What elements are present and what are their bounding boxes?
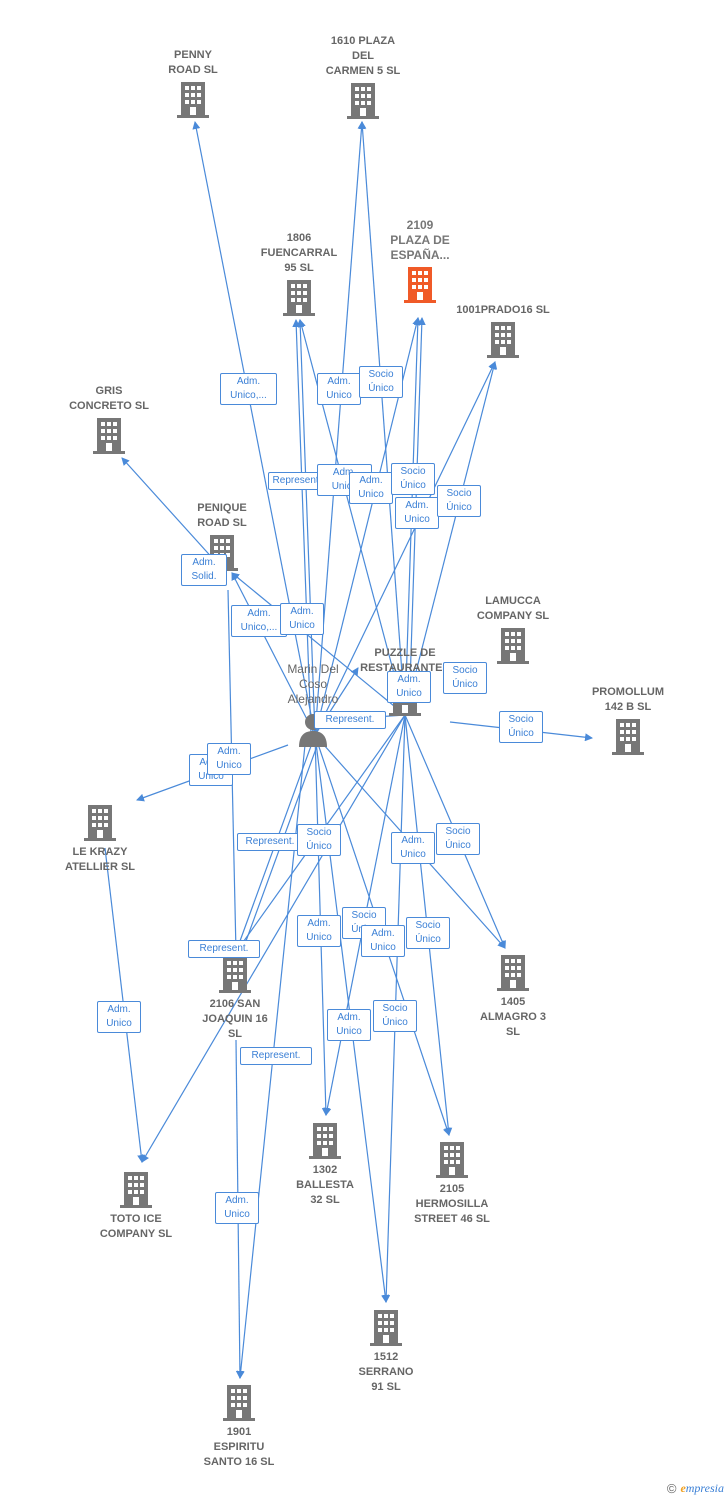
brand-initial: e	[680, 1481, 686, 1495]
brand-name: mpresia	[685, 1481, 724, 1495]
edge-label[interactable]: Adm. Unico	[317, 373, 361, 405]
edge-label[interactable]: Adm. Unico	[280, 603, 324, 635]
edge-label[interactable]: Adm. Unico	[361, 925, 405, 957]
node-label: 1001PRADO16 SL	[456, 304, 550, 316]
edge-label[interactable]: Adm. Unico	[387, 671, 431, 703]
edge-label[interactable]: Socio Único	[297, 824, 341, 856]
building-icon	[612, 719, 644, 755]
node-1806-fuencarral[interactable]: 1806 FUENCARRAL 95 SL	[247, 231, 351, 316]
node-label: LAMUCCA COMPANY SL	[476, 595, 550, 622]
brand-logo: empresia	[680, 1481, 724, 1496]
node-2105-hermosilla[interactable]: 2105 HERMOSILLA STREET 46 SL	[398, 1142, 506, 1227]
building-icon	[436, 1142, 468, 1178]
node-label: LE KRAZY ATELLIER SL	[64, 846, 136, 873]
building-icon	[93, 418, 125, 454]
edge-label[interactable]: Represent.	[314, 711, 386, 729]
node-1901-espiritu-santo[interactable]: 1901 ESPIRITU SANTO 16 SL	[188, 1385, 290, 1470]
edge-label[interactable]: Socio Único	[443, 662, 487, 694]
node-label: 1610 PLAZA DEL CARMEN 5 SL	[325, 35, 401, 77]
building-icon	[120, 1172, 152, 1208]
edge-label[interactable]: Adm. Unico	[391, 832, 435, 864]
edge-label[interactable]: Socio Único	[436, 823, 480, 855]
node-label: TOTO ICE COMPANY SL	[99, 1213, 173, 1240]
edge-label[interactable]: Socio Único	[373, 1000, 417, 1032]
edge-label[interactable]: Socio Único	[359, 366, 403, 398]
node-penique-road[interactable]: PENIQUE ROAD SL	[182, 501, 262, 571]
node-label: 2109 PLAZA DE ESPAÑA...	[390, 218, 450, 262]
person-label: Marin Del Coso Alejandro	[287, 662, 339, 706]
edge-label[interactable]: Adm. Unico,...	[231, 605, 287, 637]
node-1512-serrano[interactable]: 1512 SERRANO 91 SL	[344, 1310, 428, 1395]
building-icon	[84, 805, 116, 841]
node-le-krazy[interactable]: LE KRAZY ATELLIER SL	[50, 805, 150, 875]
copyright-symbol: ©	[666, 1481, 677, 1496]
building-icon	[309, 1123, 341, 1159]
node-label: PROMOLLUM 142 B SL	[591, 686, 665, 713]
relationship-edge	[314, 361, 496, 736]
edge-label[interactable]: Adm. Unico,...	[220, 373, 277, 405]
building-icon	[347, 83, 379, 119]
edge-label[interactable]: Adm. Unico	[207, 743, 251, 775]
node-label: 1512 SERRANO 91 SL	[358, 1351, 414, 1393]
node-penny-road[interactable]: PENNY ROAD SL	[150, 48, 236, 118]
edge-label[interactable]: Adm. Unico	[297, 915, 341, 947]
edge-label[interactable]: Represent.	[240, 1047, 312, 1065]
node-label: 1302 BALLESTA 32 SL	[296, 1164, 354, 1206]
relationship-edge	[296, 319, 316, 736]
relationship-edge	[292, 319, 312, 736]
brand-footer: © empresia	[667, 1481, 724, 1496]
building-icon	[497, 628, 529, 664]
node-person[interactable]: Marin Del Coso Alejandro	[270, 662, 356, 747]
node-promollum[interactable]: PROMOLLUM 142 B SL	[580, 685, 676, 755]
relationship-edge	[231, 572, 406, 716]
node-label: PENNY ROAD SL	[168, 49, 218, 76]
building-icon	[487, 322, 519, 358]
edge-label[interactable]: Adm. Unico	[215, 1192, 259, 1224]
relationship-edge	[404, 361, 498, 716]
node-1405-almagro[interactable]: 1405 ALMAGRO 3 SL	[468, 955, 558, 1040]
building-icon	[177, 82, 209, 118]
edge-label[interactable]: Represent.	[188, 940, 260, 958]
building-icon	[219, 957, 251, 993]
node-label: GRIS CONCRETO SL	[69, 385, 149, 412]
relationship-edge	[231, 572, 316, 736]
edge-label[interactable]: Socio Único	[406, 917, 450, 949]
edge-label[interactable]: Adm. Unico	[349, 472, 393, 504]
node-label: 1806 FUENCARRAL 95 SL	[260, 232, 338, 274]
node-label: 1901 ESPIRITU SANTO 16 SL	[203, 1426, 275, 1468]
relationship-edge	[358, 121, 406, 716]
node-1302-ballesta[interactable]: 1302 BALLESTA 32 SL	[282, 1123, 368, 1208]
building-icon	[497, 955, 529, 991]
edge-label[interactable]: Socio Único	[391, 463, 435, 495]
node-label: PENIQUE ROAD SL	[197, 502, 247, 529]
node-2106-san-joaquin[interactable]: 2106 SAN JOAQUIN 16 SL	[190, 957, 280, 1042]
node-toto-ice[interactable]: TOTO ICE COMPANY SL	[84, 1172, 188, 1242]
relationship-edge	[314, 121, 366, 736]
relationship-edge	[121, 457, 226, 573]
edge-label[interactable]: Socio Único	[437, 485, 481, 517]
building-icon	[223, 1385, 255, 1421]
node-2109-plaza-espana[interactable]: 2109 PLAZA DE ESPAÑA...	[372, 218, 468, 303]
node-lamucca[interactable]: LAMUCCA COMPANY SL	[468, 594, 558, 664]
edge-label[interactable]: Adm. Unico	[395, 497, 439, 529]
edge-label[interactable]: Adm. Unico	[327, 1009, 371, 1041]
building-icon	[283, 280, 315, 316]
relationship-edge	[141, 714, 406, 1163]
building-icon	[370, 1310, 402, 1346]
node-label: 2106 SAN JOAQUIN 16 SL	[202, 998, 268, 1040]
edge-label[interactable]: Socio Único	[499, 711, 543, 743]
node-1001prado16[interactable]: 1001PRADO16 SL	[448, 303, 558, 358]
node-label: 1405 ALMAGRO 3 SL	[480, 996, 546, 1038]
node-gris-concreto[interactable]: GRIS CONCRETO SL	[58, 384, 160, 454]
edge-label[interactable]: Represent.	[237, 833, 303, 851]
building-icon-highlighted	[404, 267, 436, 303]
relationship-edge	[192, 121, 316, 736]
node-label: 2105 HERMOSILLA STREET 46 SL	[414, 1183, 490, 1225]
edge-label[interactable]: Adm. Solid.	[181, 554, 227, 586]
edge-label[interactable]: Adm. Unico	[97, 1001, 141, 1033]
node-1610-plaza[interactable]: 1610 PLAZA DEL CARMEN 5 SL	[310, 34, 416, 119]
